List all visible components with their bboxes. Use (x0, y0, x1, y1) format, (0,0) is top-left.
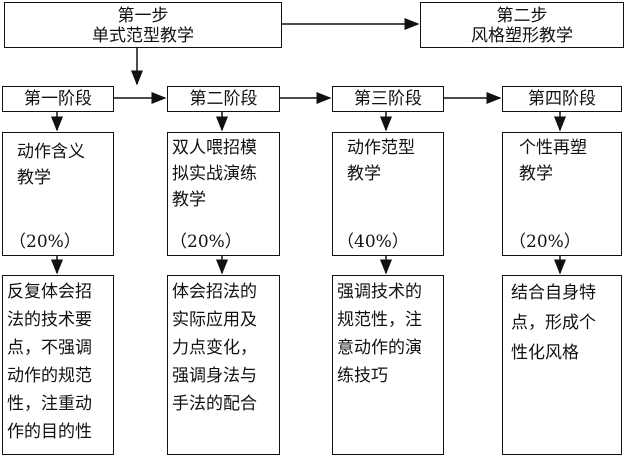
detail3-box: 强调技术的 规范性，注 意动作的演 练技巧 (332, 275, 444, 455)
stage4-box: 第四阶段 (502, 86, 622, 112)
content1-text: 动作含义 教学 (17, 142, 85, 188)
step2-box: 第二步 风格塑形教学 (420, 2, 624, 48)
content3-text: 动作范型 教学 (347, 138, 415, 184)
content4-percent: （20%） (509, 232, 581, 252)
stage4-label: 第四阶段 (528, 89, 596, 109)
stage3-label: 第三阶段 (354, 89, 422, 109)
content2-text: 双人喂招模 拟实战演练 教学 (172, 138, 257, 210)
step1-box: 第一步 单式范型教学 (4, 2, 282, 48)
step1-subtitle: 单式范型教学 (92, 26, 194, 46)
step2-subtitle: 风格塑形教学 (471, 26, 573, 46)
detail1-box: 反复体会招 法的技术要 点，不强调 动作的规范 性，注重动 作的目的性 (2, 275, 114, 455)
step2-title: 第二步 (496, 6, 548, 26)
content3-box: 动作范型 教学 （40%） (332, 132, 444, 256)
detail4-box: 结合自身特 点，形成个 性化风格 (502, 275, 622, 455)
stage2-box: 第二阶段 (167, 86, 280, 112)
stage1-label: 第一阶段 (24, 89, 92, 109)
content1-box: 动作含义 教学 （20%） (2, 132, 114, 256)
content4-box: 个性再塑 教学 （20%） (502, 132, 622, 256)
stage2-label: 第二阶段 (189, 89, 258, 109)
content4-text: 个性再塑 教学 (519, 138, 587, 184)
detail2-text: 体会招法的 实际应用及 力点变化， 强调身法与 手法的配合 (172, 282, 257, 414)
detail2-box: 体会招法的 实际应用及 力点变化， 强调身法与 手法的配合 (167, 275, 280, 455)
content2-box: 双人喂招模 拟实战演练 教学 （20%） (167, 132, 280, 256)
detail3-text: 强调技术的 规范性，注 意动作的演 练技巧 (337, 282, 422, 386)
content1-percent: （20%） (9, 232, 81, 252)
content2-percent: （20%） (170, 232, 242, 252)
detail4-text: 结合自身特 点，形成个 性化风格 (511, 283, 596, 363)
detail1-text: 反复体会招 法的技术要 点，不强调 动作的规范 性，注重动 作的目的性 (7, 282, 92, 442)
step1-title: 第一步 (117, 6, 169, 26)
stage3-box: 第三阶段 (332, 86, 444, 112)
stage1-box: 第一阶段 (2, 86, 114, 112)
content3-percent: （40%） (337, 232, 409, 252)
